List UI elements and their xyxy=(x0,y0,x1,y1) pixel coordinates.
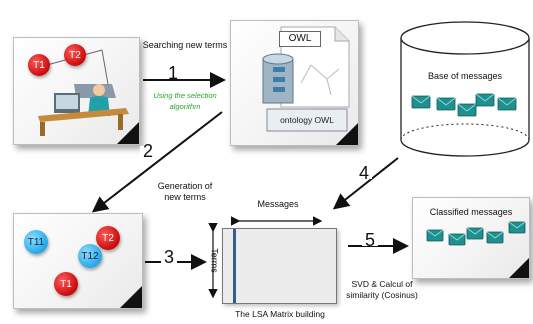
matrix-caption: The LSA Matrix building xyxy=(235,309,325,319)
term-ball-label: T12 xyxy=(81,250,99,262)
user-illustration xyxy=(35,49,129,136)
ontology-illustration xyxy=(262,26,350,132)
owl-label: OWL xyxy=(279,31,321,47)
envelope-icon xyxy=(486,231,504,244)
classified-panel: Classified messages xyxy=(412,197,530,279)
step1-label: Searching new terms xyxy=(142,40,228,50)
step4-number: 4 xyxy=(356,164,372,182)
step1-sublabel: Using the selection algorithm xyxy=(153,91,217,111)
envelope-icon xyxy=(436,97,456,111)
term-ball: T1 xyxy=(28,54,50,76)
database-label: Base of messages xyxy=(427,71,503,81)
matrix-column-bar xyxy=(233,229,236,303)
matrix-terms-label: Terms xyxy=(209,248,220,273)
panel-corner xyxy=(336,123,358,145)
term-ball: T2 xyxy=(96,226,120,250)
panel-corner xyxy=(120,286,142,308)
term-ball-label: T2 xyxy=(102,232,114,244)
step5-number: 5 xyxy=(362,231,378,249)
ontology-caption: ontology OWL xyxy=(280,115,334,125)
envelope-icon xyxy=(466,227,484,240)
envelope-icon xyxy=(497,97,517,111)
term-ball-label: T1 xyxy=(33,59,45,71)
term-ball: T1 xyxy=(54,272,78,296)
envelope-icon xyxy=(426,229,444,242)
step3-number: 3 xyxy=(161,248,177,266)
new-terms-panel: T11 T2 T12 T1 xyxy=(13,213,143,309)
step5-label: SVD & Calcul of similarity (Cosinus) xyxy=(346,279,418,300)
envelope-icon xyxy=(457,103,477,117)
step1-number: 1 xyxy=(166,63,180,83)
term-ball: T2 xyxy=(64,44,86,66)
term-ball: T12 xyxy=(78,244,102,268)
classified-label: Classified messages xyxy=(429,207,513,217)
matrix-messages-label: Messages xyxy=(257,199,299,209)
panel-corner xyxy=(509,258,529,278)
envelope-icon xyxy=(448,233,466,246)
term-ball-label: T1 xyxy=(60,278,72,290)
envelope-icon xyxy=(475,93,495,107)
classified-envelopes xyxy=(426,221,526,246)
arrow-step-2 xyxy=(91,111,223,213)
envelope-icon xyxy=(508,221,526,234)
lsa-matrix xyxy=(222,228,337,304)
step2-number: 2 xyxy=(140,142,156,160)
step2-label: Generation of new terms xyxy=(157,181,213,202)
term-ball-label: T11 xyxy=(27,236,45,248)
envelope-icon xyxy=(411,95,431,109)
ontology-panel: OWL ontology OWL xyxy=(230,20,359,146)
panel-corner xyxy=(117,122,139,144)
user-terms-panel: T1 T2 xyxy=(13,37,140,145)
term-ball-label: T2 xyxy=(69,49,81,61)
arrow-step-4 xyxy=(332,157,399,210)
term-ball: T11 xyxy=(24,230,48,254)
